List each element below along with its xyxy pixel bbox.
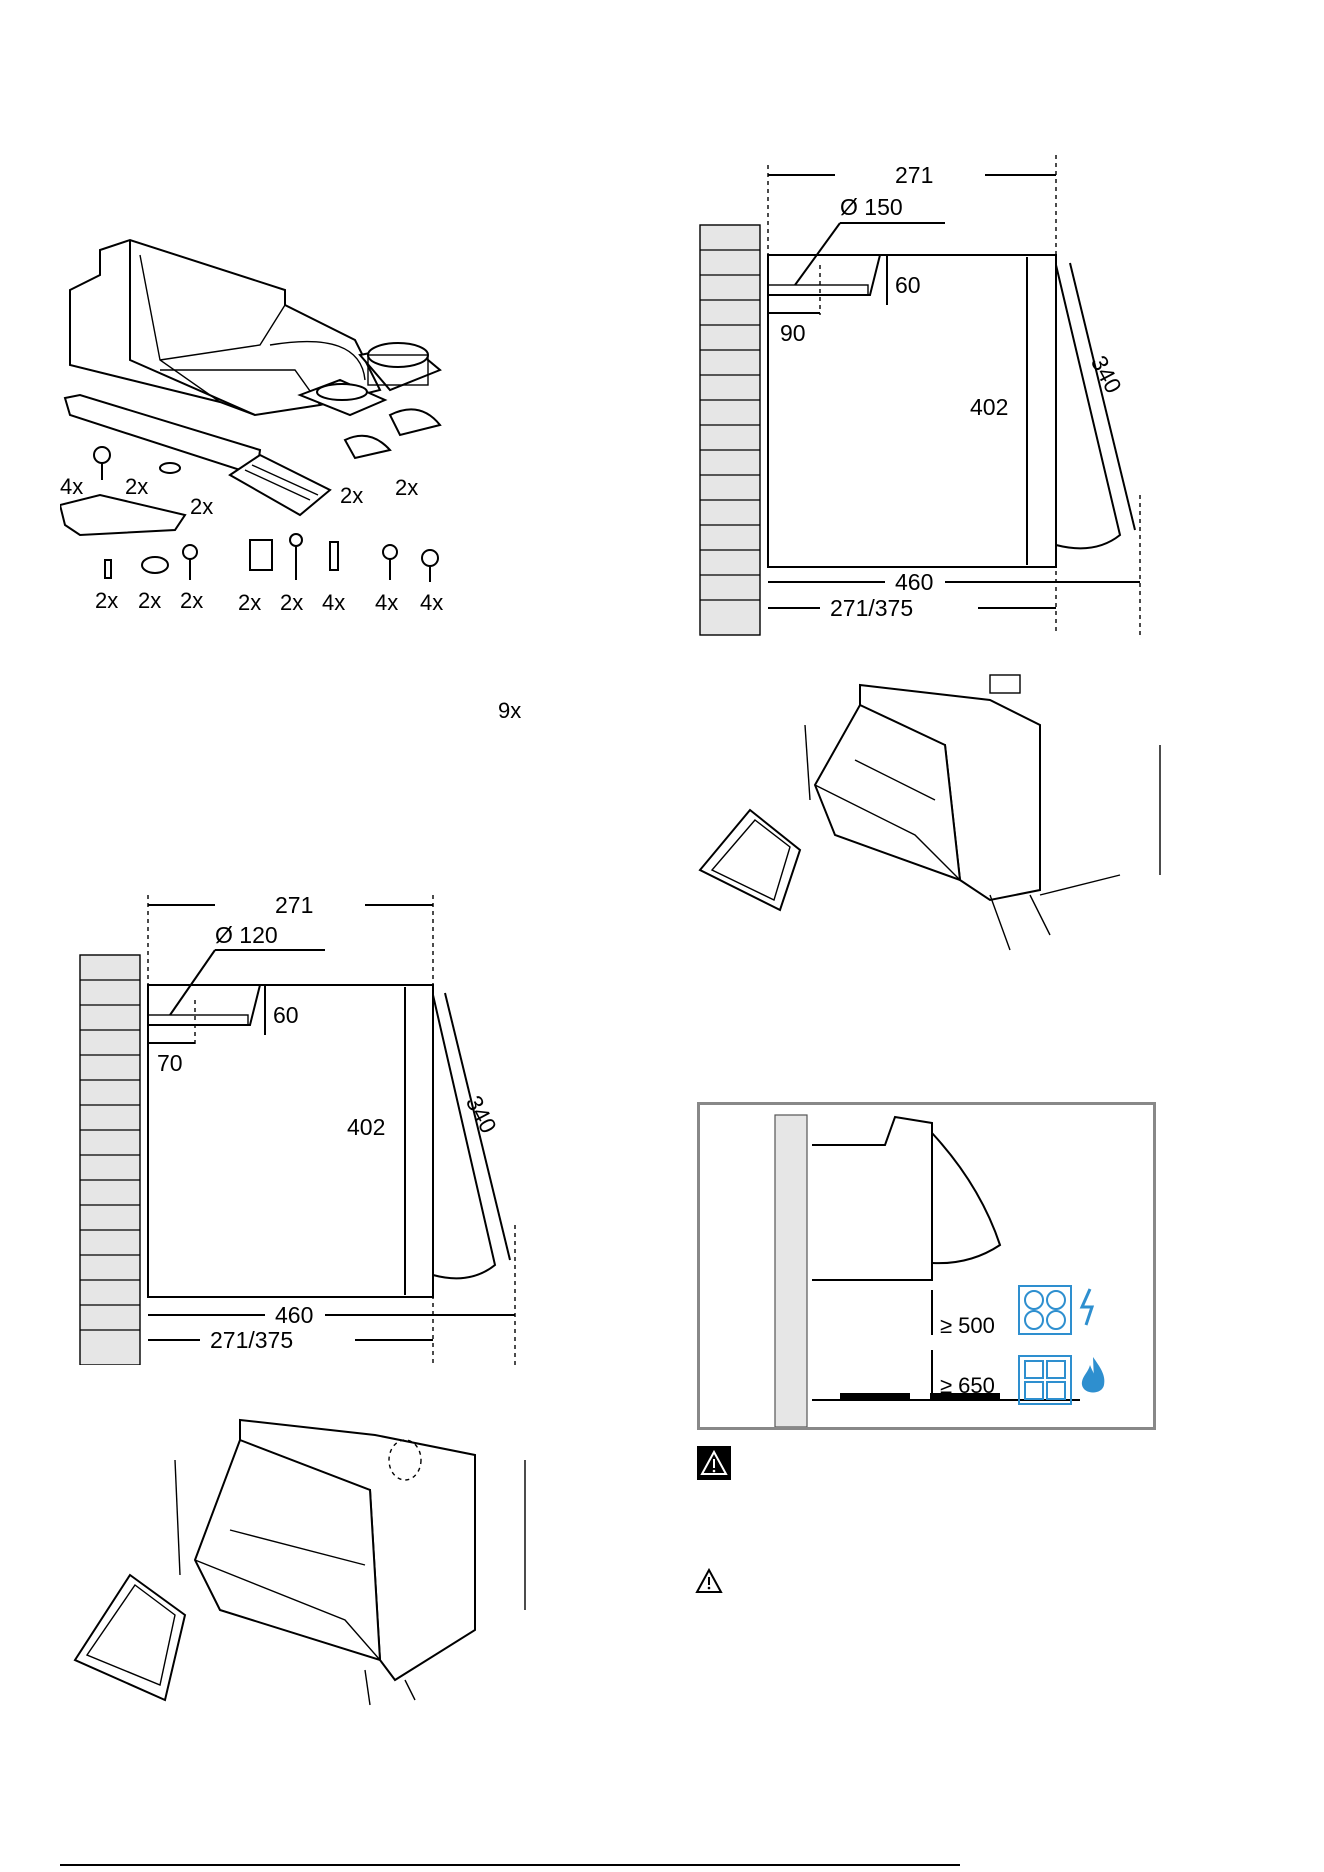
qty-label: 2x bbox=[138, 588, 161, 613]
qty-label: 2x bbox=[238, 590, 261, 615]
dim-diagonal: 340 bbox=[461, 1091, 502, 1137]
wall bbox=[775, 1115, 807, 1427]
qty-label: 2x bbox=[340, 483, 363, 508]
svg-text:9x: 9x bbox=[498, 698, 521, 723]
qty-label: 2x bbox=[190, 494, 213, 519]
dimension-drawing-120: 271 Ø 120 70 60 402 340 460 271/375 bbox=[75, 875, 535, 1365]
gas-hob-icon bbox=[1018, 1355, 1072, 1405]
qty-label: 4x bbox=[322, 590, 345, 615]
parts-illustration: 4x 2x 2x 2x 2x 2x 2x 2x 2x 2x 4x 4x 4x 9… bbox=[60, 230, 560, 740]
dim-width: 271 bbox=[895, 162, 933, 188]
dim-height: 402 bbox=[347, 1114, 385, 1140]
qty-label: 4x bbox=[375, 590, 398, 615]
gas-min-distance: ≥ 650 bbox=[940, 1373, 995, 1399]
lightning-icon bbox=[1078, 1287, 1100, 1327]
qty-label: 2x bbox=[125, 474, 148, 499]
qty-9x: 9x bbox=[498, 688, 558, 728]
qty-label: 2x bbox=[395, 475, 418, 500]
dim-mount: 271/375 bbox=[830, 595, 913, 621]
dim-width: 271 bbox=[275, 892, 313, 918]
hood-outline bbox=[148, 985, 433, 1297]
isometric-hood-left bbox=[65, 1390, 545, 1710]
dim-diagonal: 340 bbox=[1086, 351, 1127, 397]
dim-step: 60 bbox=[273, 1002, 299, 1028]
grease-filter-illustration bbox=[230, 455, 330, 515]
flame-icon bbox=[1078, 1355, 1108, 1399]
warning-filled-icon bbox=[697, 1446, 731, 1480]
page-bottom-rule bbox=[60, 1864, 960, 1866]
dim-height: 402 bbox=[970, 394, 1008, 420]
dim-duct-diameter: Ø 120 bbox=[215, 922, 278, 948]
qty-label: 2x bbox=[280, 590, 303, 615]
dim-depth: 460 bbox=[895, 569, 933, 595]
qty-label: 4x bbox=[60, 474, 83, 499]
electric-min-distance: ≥ 500 bbox=[940, 1313, 995, 1339]
dim-offset: 90 bbox=[780, 320, 806, 346]
qty-label: 2x bbox=[180, 588, 203, 613]
dim-duct-diameter: Ø 150 bbox=[840, 194, 903, 220]
isometric-hood-right bbox=[690, 665, 1170, 965]
qty-label: 2x bbox=[95, 588, 118, 613]
dimension-drawing-150: 271 Ø 150 90 60 402 340 460 271/375 bbox=[695, 145, 1165, 645]
warning-outline-icon bbox=[695, 1568, 723, 1594]
clearance-panel: ≥ 500 ≥ 650 bbox=[697, 1102, 1156, 1430]
electric-hob-icon bbox=[1018, 1285, 1072, 1335]
dim-depth: 460 bbox=[275, 1302, 313, 1328]
dim-mount: 271/375 bbox=[210, 1327, 293, 1353]
qty-label: 4x bbox=[420, 590, 443, 615]
dim-offset: 70 bbox=[157, 1050, 183, 1076]
wall bbox=[700, 225, 760, 635]
slide-rail-illustration bbox=[60, 495, 185, 535]
dim-step: 60 bbox=[895, 272, 921, 298]
wall bbox=[80, 955, 140, 1365]
hood-outline bbox=[768, 255, 1056, 567]
